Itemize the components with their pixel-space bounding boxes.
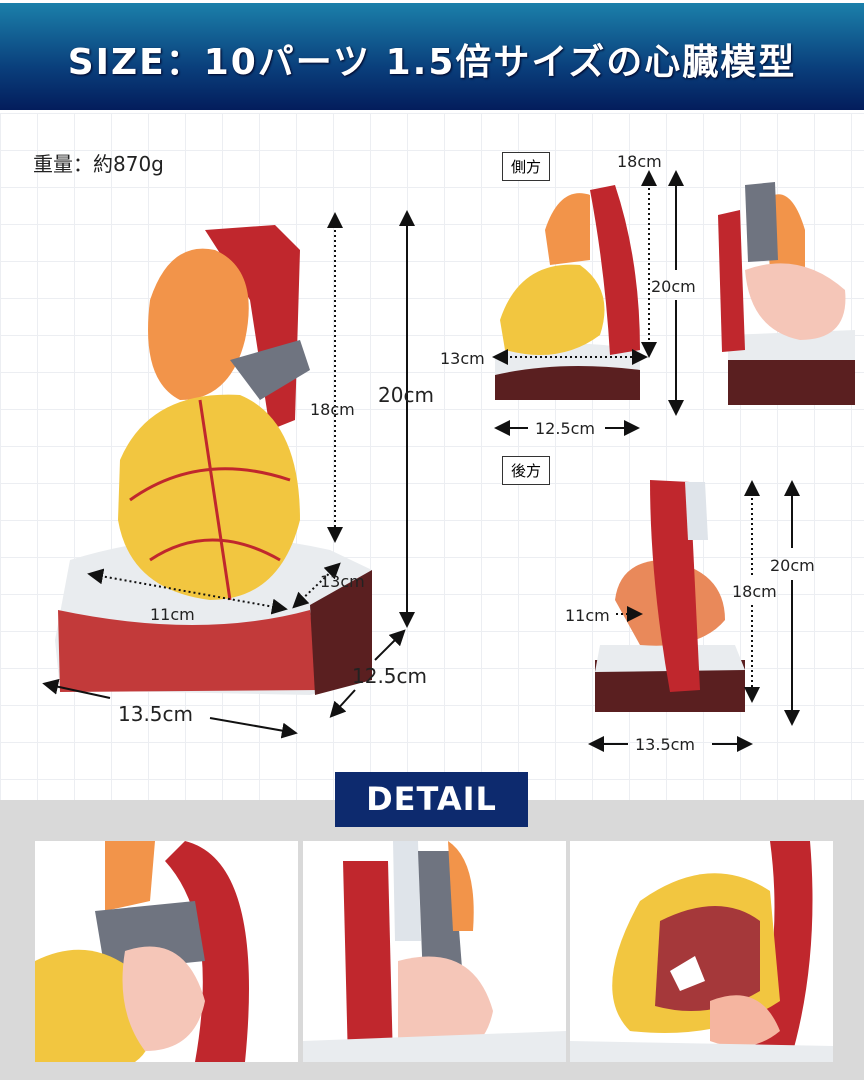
detail-photo-3	[570, 841, 833, 1062]
detail-badge: DETAIL	[335, 772, 528, 827]
side-depth-base-label: 12.5cm	[535, 419, 596, 438]
back-view-tag: 後方	[502, 456, 551, 485]
heart-model-illustrations	[42, 170, 855, 752]
main-height-total-label: 20cm	[378, 383, 434, 407]
back-width-inner-label: 11cm	[565, 606, 610, 625]
weight-label: 重量：約870g	[33, 152, 164, 176]
side-depth-inner-label: 13cm	[440, 349, 485, 368]
main-depth-inner-label: 13cm	[320, 572, 365, 591]
back-dimension-arrows	[588, 480, 800, 752]
page-title: SIZE：10パーツ 1.5倍サイズの心臓模型	[67, 42, 797, 83]
main-dimension-arrows	[42, 210, 415, 739]
back-height-total-label: 20cm	[770, 556, 815, 575]
side-heart-model-right	[718, 182, 855, 405]
main-width-inner-label: 11cm	[150, 605, 195, 624]
back-height-inner-label: 18cm	[732, 582, 777, 601]
detail-photo-2	[303, 841, 566, 1062]
main-depth-base-label: 12.5cm	[352, 664, 428, 688]
header-banner: SIZE：10パーツ 1.5倍サイズの心臓模型	[0, 0, 864, 110]
side-view-tag: 側方	[502, 152, 551, 181]
side-dimension-arrows	[492, 170, 684, 436]
main-height-inner-label: 18cm	[310, 400, 355, 419]
detail-photo-1	[35, 841, 298, 1062]
main-width-base-label: 13.5cm	[118, 702, 194, 726]
back-heart-model	[595, 480, 745, 712]
back-width-base-label: 13.5cm	[635, 735, 696, 754]
side-height-inner-label: 18cm	[617, 152, 662, 171]
main-heart-model	[55, 225, 372, 695]
side-height-total-label: 20cm	[651, 277, 696, 296]
side-heart-model-left	[495, 185, 640, 400]
